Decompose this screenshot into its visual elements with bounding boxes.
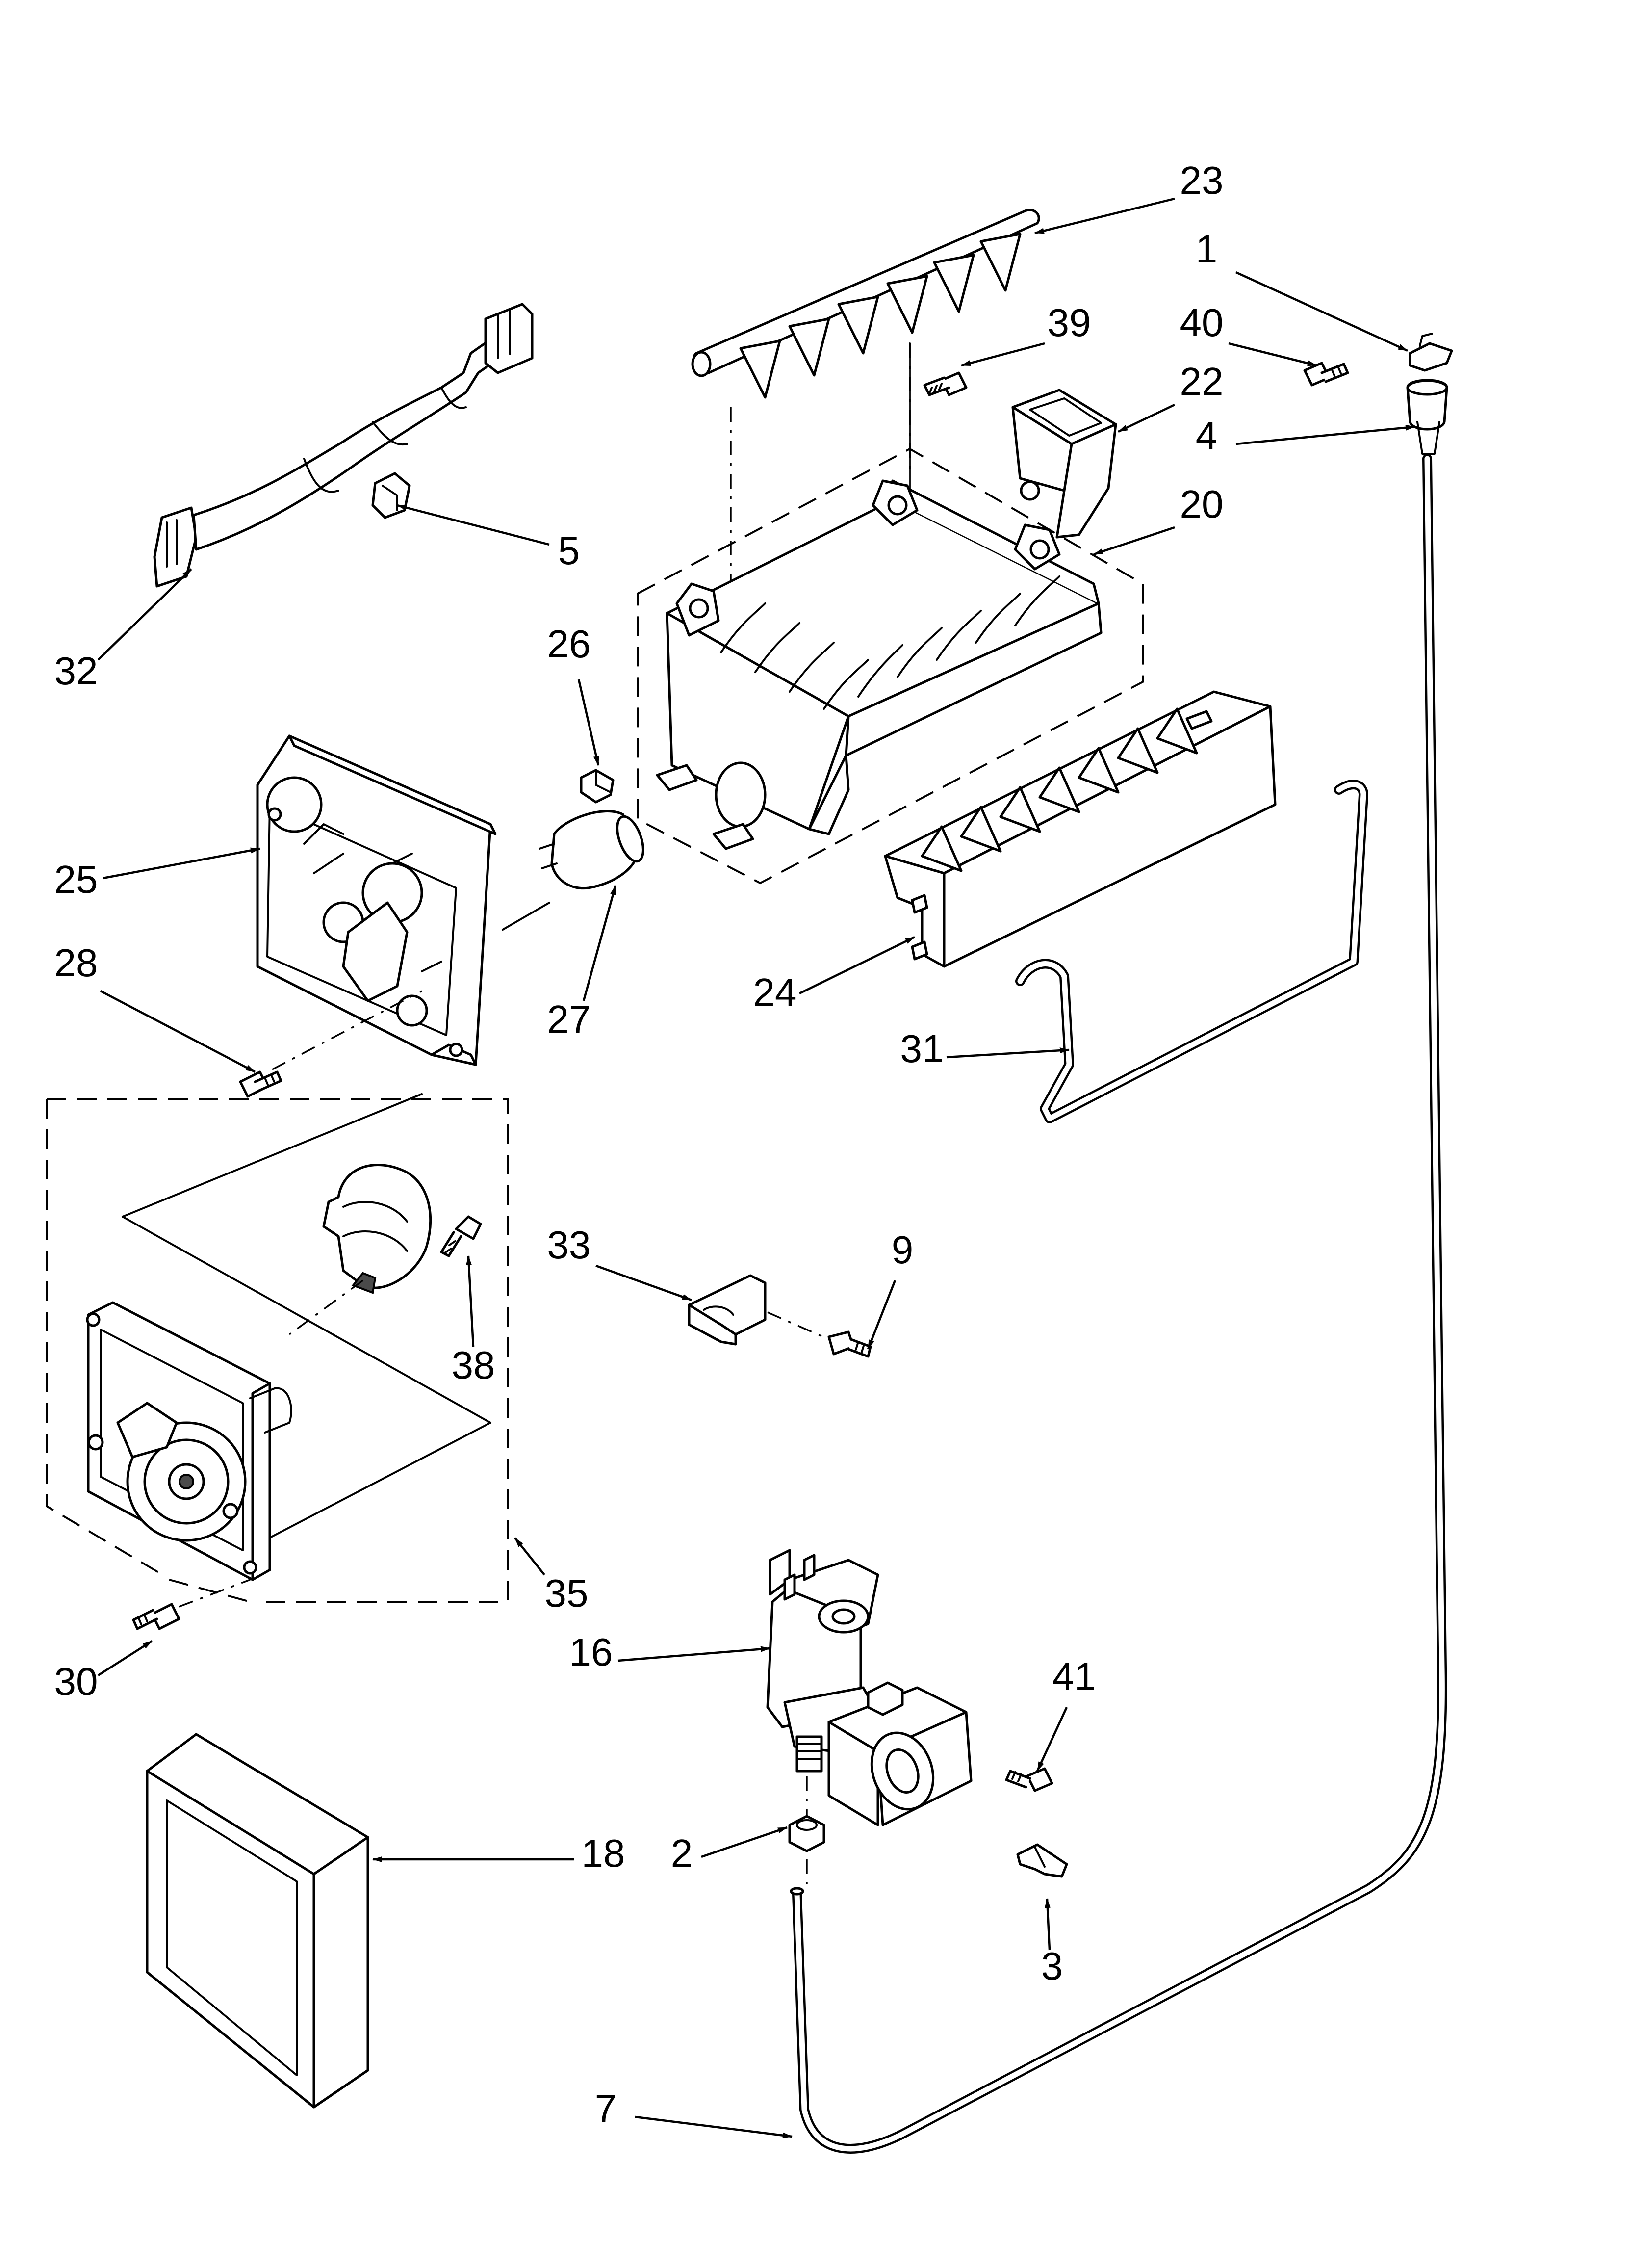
screw-part-30 <box>132 1603 180 1630</box>
leader-line-part-22 <box>1118 403 1175 433</box>
screw-part-41 <box>1005 1767 1053 1792</box>
leader-line-part-40 <box>1228 342 1317 367</box>
leader-line-part-28 <box>100 990 256 1073</box>
leader-line-part-3 <box>1044 1898 1051 1951</box>
callout-label-part-9: 9 <box>892 1228 914 1272</box>
cover-panel-part-18 <box>146 1733 369 2109</box>
leader-line-part-2 <box>701 1826 788 1858</box>
leader-line-part-35 <box>514 1537 545 1576</box>
tube-clip-part-1 <box>1409 333 1453 372</box>
front-cover-part-24 <box>884 690 1277 968</box>
nut-part-2 <box>788 1815 825 1852</box>
callout-label-part-3: 3 <box>1041 1944 1063 1988</box>
callout-label-part-16: 16 <box>569 1630 613 1674</box>
callout-label-part-7: 7 <box>595 2086 617 2130</box>
water-valve-part-16 <box>766 1549 973 1826</box>
leader-line-part-23 <box>1034 197 1175 235</box>
callout-label-part-24: 24 <box>753 970 797 1014</box>
shutoff-arm-part-31 <box>1015 780 1368 1123</box>
thermostat-part-27 <box>539 810 644 890</box>
leader-line-part-38 <box>466 1255 475 1347</box>
callout-label-part-39: 39 <box>1048 301 1091 344</box>
leader-line-part-5 <box>397 504 550 546</box>
leader-line-part-27 <box>582 885 617 1001</box>
callout-label-part-2: 2 <box>671 1831 693 1875</box>
screw-part-39 <box>923 371 968 396</box>
callout-label-part-40: 40 <box>1180 301 1224 344</box>
leader-line-part-31 <box>946 1047 1070 1059</box>
callout-label-part-20: 20 <box>1180 482 1224 526</box>
module-body-part-35 <box>86 1301 292 1581</box>
leader-line-part-7 <box>635 2115 793 2138</box>
callout-label-part-4: 4 <box>1196 414 1218 457</box>
callout-label-part-33: 33 <box>547 1223 591 1267</box>
callout-label-part-38: 38 <box>452 1343 495 1387</box>
tube-clip-part-3 <box>1016 1843 1068 1878</box>
leader-line-part-20 <box>1093 526 1175 556</box>
leader-line-part-26 <box>577 679 600 766</box>
ejector-shaft-part-23 <box>691 209 1040 399</box>
callout-label-part-32: 32 <box>54 649 98 693</box>
callout-label-part-1: 1 <box>1196 227 1218 271</box>
leader-line-part-33 <box>595 1264 692 1302</box>
bracket-part-33 <box>688 1274 767 1346</box>
leader-line-part-1 <box>1235 271 1408 352</box>
leader-line-part-24 <box>799 936 915 995</box>
screw-part-28 <box>239 1070 282 1098</box>
leader-line-part-39 <box>961 342 1045 367</box>
callout-label-part-25: 25 <box>54 858 98 901</box>
module-housing-part-25 <box>256 734 497 1066</box>
leader-line-part-16 <box>617 1646 770 1662</box>
water-tube-part-7 <box>790 454 1447 2154</box>
leader-line-part-32 <box>97 568 192 661</box>
tube-nut-part-4 <box>1406 379 1448 455</box>
callout-label-part-41: 41 <box>1052 1655 1096 1698</box>
ice-mold-part-20 <box>656 479 1103 850</box>
leader-line-part-4 <box>1235 424 1415 445</box>
fill-cup-part-22 <box>1011 389 1117 539</box>
callout-label-part-31: 31 <box>900 1027 944 1070</box>
motor-part-35 <box>288 1163 432 1335</box>
callout-label-part-5: 5 <box>558 529 580 573</box>
harness-clip-part-5 <box>371 472 411 519</box>
callout-label-part-22: 22 <box>1180 360 1224 403</box>
callout-label-part-18: 18 <box>582 1831 625 1875</box>
callout-leaders <box>97 197 1415 2138</box>
leader-line-part-25 <box>103 847 260 880</box>
callout-label-part-35: 35 <box>545 1571 589 1615</box>
callout-label-part-28: 28 <box>54 941 98 985</box>
screw-part-40 <box>1303 362 1349 387</box>
screw-part-9 <box>827 1330 872 1358</box>
screw-part-38 <box>440 1215 482 1257</box>
wire-harness-part-32 <box>153 303 534 588</box>
leader-line-part-9 <box>867 1280 897 1350</box>
callout-label-part-23: 23 <box>1180 158 1224 202</box>
leader-line-part-30 <box>97 1640 153 1676</box>
callout-label-part-27: 27 <box>547 997 591 1041</box>
coupling-part-26 <box>580 769 615 804</box>
callout-label-part-30: 30 <box>54 1660 98 1703</box>
callout-label-part-26: 26 <box>547 622 591 666</box>
leader-line-part-41 <box>1036 1707 1068 1772</box>
